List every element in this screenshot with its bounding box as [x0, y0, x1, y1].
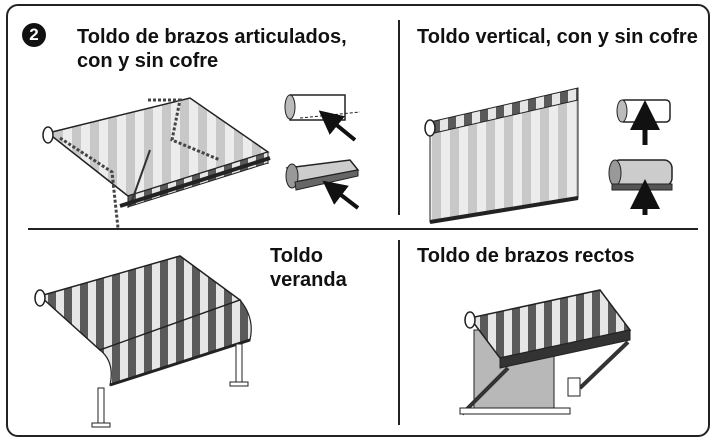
- panel-straight-arms-title-line1: Toldo de brazos rectos: [417, 245, 635, 267]
- divider-horizontal: [28, 228, 698, 230]
- panel-articulated-title-line1: Toldo de brazos articulados,: [77, 26, 347, 48]
- panel-straight-arms-title: Toldo de brazos rectos: [417, 244, 634, 268]
- panel-vertical-title: Toldo vertical, con y sin cofre: [417, 25, 698, 49]
- veranda-awning-illustration: [34, 255, 252, 428]
- panel-veranda-title-line1: Toldo: [270, 245, 323, 267]
- divider-vertical-top: [398, 20, 400, 215]
- figure-number-badge: 2: [22, 23, 46, 47]
- panel-vertical-title-line1: Toldo vertical, con y sin cofre: [417, 26, 698, 48]
- articulated-awning-illustration: [42, 97, 271, 229]
- divider-vertical-bottom: [398, 240, 400, 425]
- articulated-roller-icons: [284, 94, 361, 210]
- panel-articulated-title: Toldo de brazos articulados, con y sin c…: [77, 25, 347, 73]
- vertical-awning-illustration: [424, 87, 579, 224]
- panel-veranda-title: Toldo veranda: [270, 244, 347, 292]
- straight-arms-awning-illustration: [459, 289, 632, 416]
- panel-veranda-title-line2: veranda: [270, 269, 347, 291]
- panel-articulated-title-line2: con y sin cofre: [77, 50, 219, 72]
- figure-frame: [6, 4, 710, 437]
- vertical-roller-icons: [608, 99, 673, 215]
